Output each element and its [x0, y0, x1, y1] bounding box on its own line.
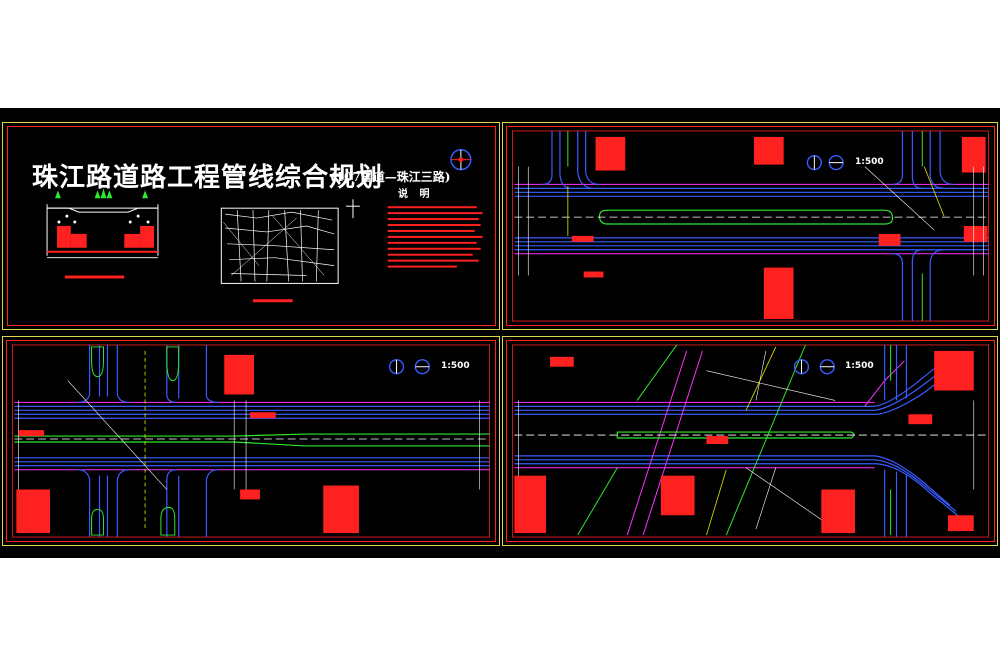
- pipe-note-blocks: [571, 136, 988, 320]
- notes-block: [387, 206, 483, 268]
- pipe-note-blocks: [16, 354, 359, 534]
- north-arrow-icon: [806, 155, 844, 171]
- cover-sheet-graphics: [46, 149, 483, 303]
- scale-label: 1:500: [441, 361, 470, 371]
- pipe-note-blocks: [514, 350, 974, 534]
- road-cross-section: [46, 188, 159, 259]
- cad-drawing-canvas: 珠江路道路工程管线综合规划 (107国道—珠江三路) 说 明: [0, 108, 1000, 558]
- sheet-2-plan: 1:500: [506, 126, 995, 326]
- sheet-2-outer-frame: [502, 122, 998, 330]
- drawing-title: 珠江路道路工程管线综合规划: [32, 163, 384, 193]
- north-arrow-icon: [450, 149, 472, 171]
- notes-heading: 说 明: [398, 189, 434, 200]
- sheet-3-graphics: [11, 344, 491, 538]
- crosshair-icon: [346, 199, 360, 219]
- drawing-subtitle: (107国道—珠江三路): [330, 170, 451, 184]
- location-map-caption-mark: [252, 299, 293, 303]
- sheet-4-plan: 1:500: [506, 340, 995, 542]
- sheet-2-graphics: [512, 130, 989, 322]
- sheet-1-outer-frame: [2, 122, 500, 330]
- scale-label: 1:500: [855, 157, 884, 167]
- north-arrow-icon: [793, 359, 835, 375]
- sheet-3-plan: 1:500: [6, 340, 496, 542]
- sheet-3-outer-frame: [2, 336, 500, 546]
- cross-section-caption-mark: [64, 275, 125, 279]
- sheet-1-cover: 珠江路道路工程管线综合规划 (107国道—珠江三路) 说 明: [7, 126, 496, 326]
- sheet-4-outer-frame: [502, 336, 998, 546]
- location-map: [220, 207, 339, 284]
- sheet-4-graphics: [511, 344, 990, 538]
- scale-label: 1:500: [845, 361, 874, 371]
- north-arrow-icon: [388, 359, 430, 375]
